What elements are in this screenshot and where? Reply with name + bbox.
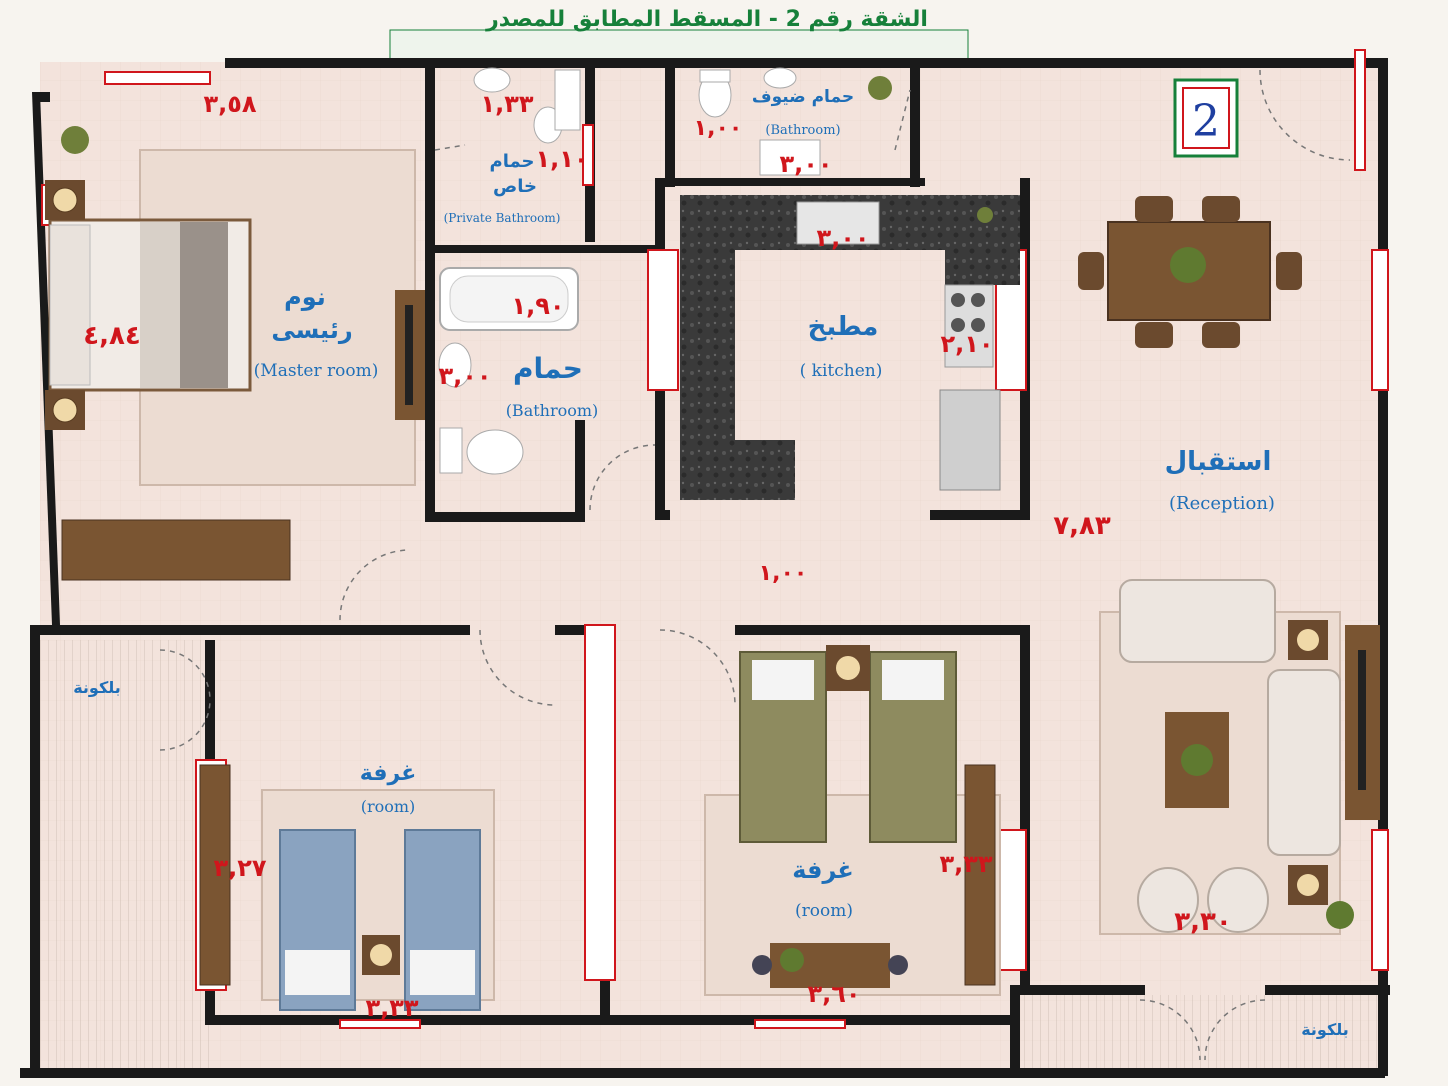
room2-furniture xyxy=(704,645,1001,996)
door-swings xyxy=(159,69,1351,1061)
dim-bath-length: ٣,٠٠ xyxy=(438,362,491,390)
dim-guest-bath-width: ١,٠٠ xyxy=(694,116,743,141)
room1-label: غرفة xyxy=(360,761,416,786)
sofa xyxy=(1119,579,1276,663)
walls xyxy=(20,58,1390,1078)
dim-room1-width: ٣,٣٣ xyxy=(365,994,418,1022)
bathroom-label: حمام xyxy=(513,352,583,385)
dim-master-length: ٤,٨٤ xyxy=(83,321,140,351)
dim-kitchen-length: ٢,١٠ xyxy=(940,330,993,358)
sofa xyxy=(1267,669,1341,856)
guest-bath-fixtures xyxy=(698,67,892,176)
master-room-label-en: (Master room) xyxy=(254,361,379,381)
dim-room2-length: ٣,٣٣ xyxy=(939,850,992,878)
guest-bath-label-en: (Bathroom) xyxy=(765,123,840,138)
fridge xyxy=(939,389,1001,491)
dim-guest-bath-length: ٣,٠٠ xyxy=(779,150,832,178)
kitchen-label-en: ( kitchen) xyxy=(800,361,883,381)
sink xyxy=(796,201,880,245)
balcony-left-label: بلكونة xyxy=(73,678,121,697)
kitchen-counters xyxy=(680,195,1020,500)
master-room-label-2: رئيسى xyxy=(271,316,352,344)
dim-room2-width: ٣,٦٠ xyxy=(807,980,860,1008)
room-labels: نوم رئيسى (Master room) حمام خاص (Privat… xyxy=(73,87,1349,1039)
plan-title: الشقة رقم 2 - المسقط المطابق للمصدر xyxy=(485,7,928,32)
master-room-label: نوم xyxy=(284,283,326,311)
unit-number: 2 xyxy=(1192,96,1220,147)
master-room-furniture xyxy=(45,126,425,581)
dim-corridor: ١,٠٠ xyxy=(759,561,808,586)
kitchen-label: مطبخ xyxy=(808,312,879,342)
wardrobe xyxy=(199,764,231,986)
dim-kitchen-width: ٣,٠٠ xyxy=(816,224,869,252)
private-bath-label-2: خاص xyxy=(493,176,537,197)
wardrobe xyxy=(61,519,291,581)
reception-label: استقبال xyxy=(1165,447,1272,477)
balcony-left-area xyxy=(40,640,210,1070)
private-bath-label: حمام xyxy=(490,151,535,172)
room1-furniture xyxy=(199,764,495,1011)
dim-private-bath-length: ١,١٠ xyxy=(535,145,588,173)
room2-label: غرفة xyxy=(792,856,854,884)
dim-private-bath-width: ١,٣٣ xyxy=(480,90,533,118)
reception-label-en: (Reception) xyxy=(1169,493,1275,514)
dim-room1-length: ٣,٢٧ xyxy=(213,854,266,882)
dim-reception-length: ٧,٨٣ xyxy=(1053,511,1111,541)
balcony-right-area xyxy=(1020,995,1385,1070)
reception-furniture xyxy=(1078,196,1380,935)
private-bath-fixtures xyxy=(473,67,581,144)
dim-master-width: ٣,٥٨ xyxy=(203,90,256,118)
dim-reception-width: ٣,٣٠ xyxy=(1174,907,1231,937)
wardrobe xyxy=(964,764,996,986)
room2-label-en: (room) xyxy=(795,901,853,921)
dim-bath-width: ١,٩٠ xyxy=(511,292,564,320)
bathroom-label-en: (Bathroom) xyxy=(506,401,599,420)
room1-label-en: (room) xyxy=(361,797,416,816)
balcony-right-label: بلكونة xyxy=(1301,1020,1349,1039)
toilet xyxy=(439,427,463,474)
bathroom-fixtures xyxy=(438,267,579,475)
private-bath-label-en: (Private Bathroom) xyxy=(444,211,561,225)
guest-bath-label: حمام ضيوف xyxy=(752,87,854,107)
dimension-labels: ٣,٥٨ ٤,٨٤ ١,٣٣ ١,١٠ ١,٠٠ ٣,٠٠ ١,٩٠ ٣,٠٠ … xyxy=(83,90,1231,1022)
